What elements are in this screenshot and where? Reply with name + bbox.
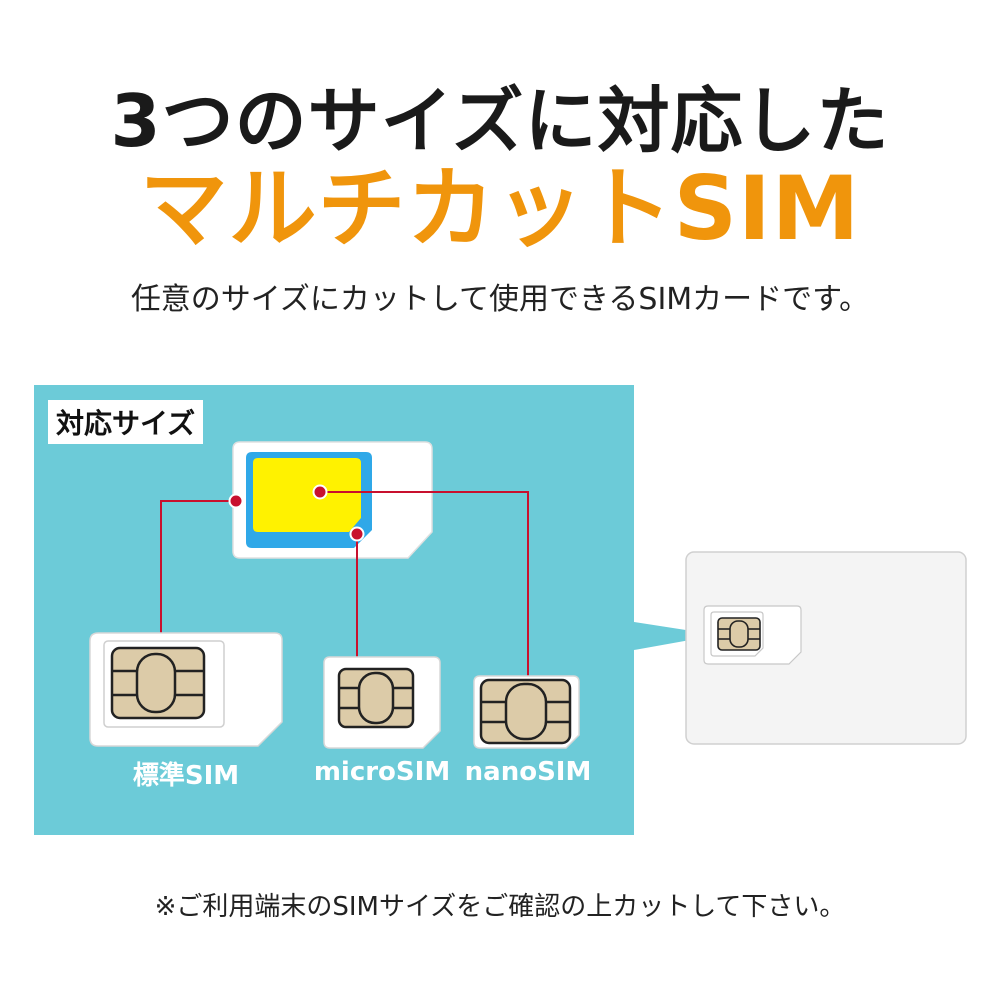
- multicut-nano-layer: [253, 458, 361, 532]
- description-text: 任意のサイズにカットして使用できるSIMカードです。: [130, 282, 870, 317]
- size-label-micro: microSIM: [313, 757, 451, 787]
- connector-dot-standard: [228, 493, 244, 509]
- sim-carrier-card: [685, 551, 967, 745]
- footnote-text: ※ご利用端末のSIMサイズをご確認の上カットして下さい。: [154, 892, 846, 922]
- size-label-nano: nanoSIM: [464, 757, 592, 787]
- connector-dots: [228, 484, 365, 542]
- nano-sim-chip: [479, 678, 572, 745]
- size-label-standard: 標準SIM: [132, 761, 240, 791]
- nano-sim-card: [473, 675, 580, 749]
- micro-sim-chip: [337, 667, 415, 729]
- connector-dot-nano: [312, 484, 328, 500]
- callout-pointer: [634, 622, 718, 650]
- multicut-sim-diagram: [232, 441, 433, 559]
- standard-sim-chip: [110, 646, 206, 720]
- connector-nano: [320, 491, 529, 680]
- headline-product: マルチカットSIM: [139, 157, 861, 260]
- carrier-card-chip: [717, 617, 761, 651]
- connector-standard: [160, 500, 236, 640]
- headline-top: 3つのサイズに対応した: [110, 79, 890, 163]
- connector-dot-micro: [349, 526, 365, 542]
- supported-sizes-label: 対応サイズ: [48, 400, 204, 444]
- connector-lines: [160, 491, 529, 680]
- standard-sim-card: [89, 632, 283, 747]
- micro-sim-card: [323, 656, 441, 749]
